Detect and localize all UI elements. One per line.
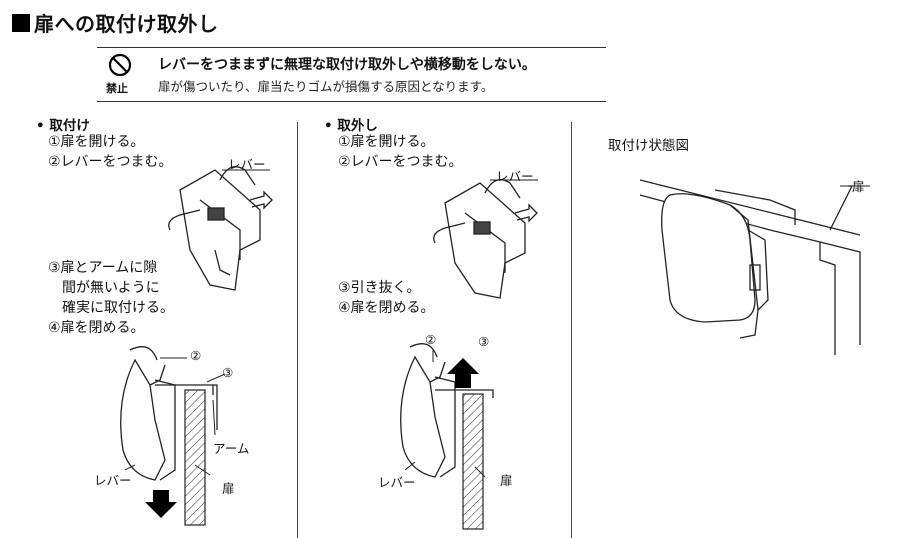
detach-cross-section-illustration <box>400 343 494 530</box>
prohibition-label: 禁止 <box>106 82 128 95</box>
mounted-state-illustration <box>639 179 870 355</box>
title-square-icon <box>12 13 30 32</box>
attach-step-3b: 間が無いように <box>62 280 160 296</box>
attach-step-3a: ③扉とアームに隙 <box>48 260 158 276</box>
attach-step-1: ①扉を開ける。 <box>48 134 145 150</box>
state-door-label: 扉 <box>852 179 865 194</box>
attach-door-label: 扉 <box>222 481 235 496</box>
prohibition-icon <box>108 53 132 77</box>
attach-circle-2: ② <box>190 348 202 363</box>
state-heading: 取付け状態図 <box>608 138 689 154</box>
attach-step-2: ②レバーをつまむ。 <box>48 154 173 170</box>
column-divider-2 <box>571 122 572 538</box>
detach-circle-2: ② <box>425 332 437 347</box>
warning-sub-text: 扉が傷ついたり、扉当たりゴムが損傷する原因となります。 <box>158 79 494 94</box>
page-title: 扉への取付け取外し <box>34 12 219 36</box>
detach-step-2: ②レバーをつまむ。 <box>338 154 463 170</box>
detach-lever-label-top: レバー <box>496 169 534 184</box>
detach-lever-label-bottom: レバー <box>378 475 416 490</box>
detach-step-3: ③引き抜く。 <box>338 280 421 296</box>
attach-step-4: ④扉を閉める。 <box>48 320 145 336</box>
detach-circle-3: ③ <box>478 334 490 349</box>
attach-circle-3: ③ <box>222 365 234 380</box>
attach-lever-label-bottom: レバー <box>94 473 132 488</box>
detach-step-1: ①扉を開ける。 <box>338 134 435 150</box>
attach-step-3c: 確実に取付ける。 <box>62 300 174 316</box>
attach-cross-section-illustration <box>120 346 226 526</box>
attach-pinch-illustration <box>168 166 273 291</box>
column-divider-1 <box>297 122 298 538</box>
detach-step-4: ④扉を閉める。 <box>338 300 435 316</box>
page-title-row: 扉への取付け取外し <box>12 8 219 37</box>
warning-main-text: レバーをつままずに無理な取付け取外しや横移動をしない。 <box>158 57 536 73</box>
attach-lever-label-top: レバー <box>228 157 266 172</box>
attach-arm-label: アーム <box>213 441 250 456</box>
detach-door-label: 扉 <box>500 473 513 488</box>
attach-heading: • 取付け <box>36 118 90 134</box>
detach-pinch-illustration <box>433 179 538 299</box>
warning-box <box>97 47 606 102</box>
detach-heading: • 取外し <box>324 118 378 134</box>
